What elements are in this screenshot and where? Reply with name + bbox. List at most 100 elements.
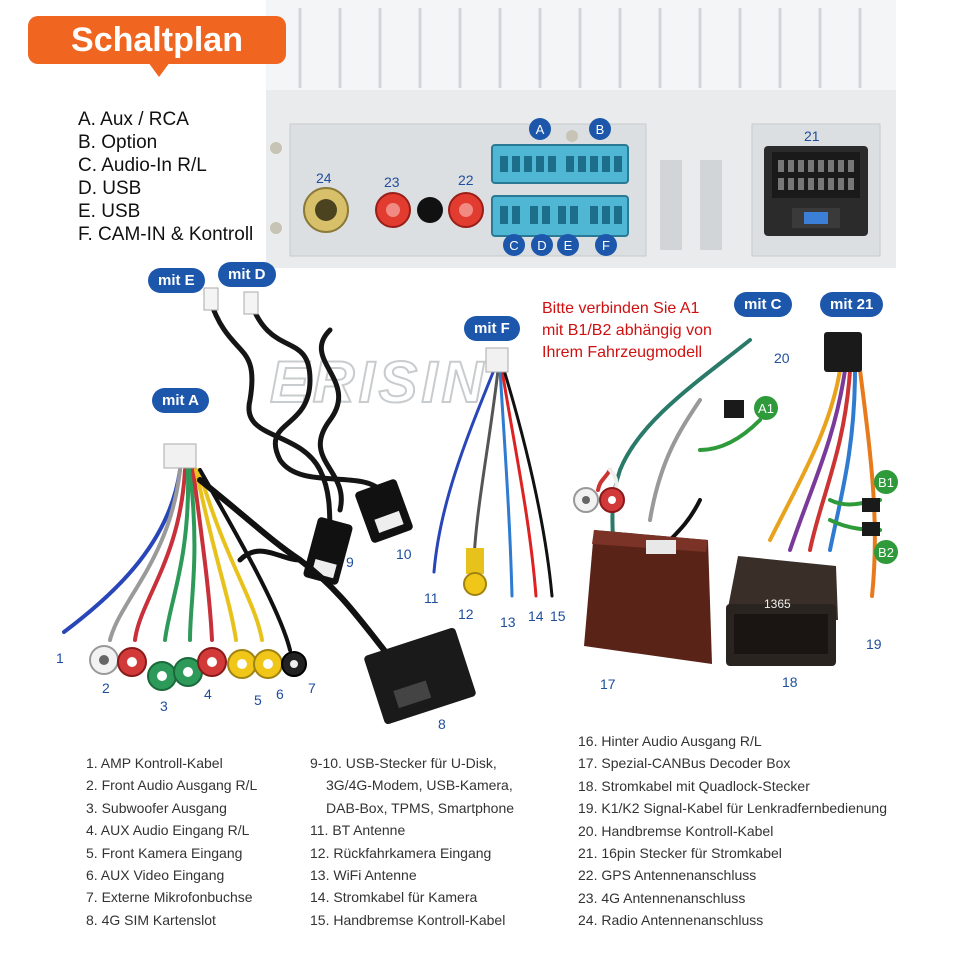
16pin-plug <box>824 332 862 372</box>
legend-item: 9-10. USB-Stecker für U-Disk, <box>310 755 497 771</box>
plug-label-a1: A1 <box>754 396 778 420</box>
port-legend-item: E. USB <box>78 201 141 222</box>
legend-item: 17. Spezial-CANBus Decoder Box <box>578 755 791 772</box>
cable-number-4: 4 <box>204 686 212 702</box>
port-legend: A. Aux / RCA B. Option C. Audio-In R/L D… <box>78 108 253 246</box>
legend-item: 24. Radio Antennenanschluss <box>578 912 764 929</box>
quadlock-box <box>726 556 838 666</box>
legend-list-left: 1. AMP Kontroll-Kabel 2. Front Audio Aus… <box>86 752 257 931</box>
white-connector-e-d <box>203 287 259 315</box>
cable-number-11: 11 <box>424 590 439 606</box>
cable-number-9: 9 <box>346 554 354 570</box>
callout-mit-f: mit F <box>464 316 520 341</box>
port-pin-c: C <box>503 234 525 256</box>
port-pin-a: A <box>529 118 551 140</box>
legend-item: 21. 16pin Stecker für Stromkabel <box>578 845 782 862</box>
legend-item: 7. Externe Mikrofonbuchse <box>86 889 253 906</box>
plug-label-b2: B2 <box>874 540 898 564</box>
legend-item: 12. Rückfahrkamera Eingang <box>310 844 492 861</box>
legend-item: 14. Stromkabel für Kamera <box>310 889 478 906</box>
head-unit-back-panel <box>266 0 896 268</box>
harness-a-connector <box>163 443 197 469</box>
cable-number-5: 5 <box>254 692 262 708</box>
usb-plug-9 <box>303 517 353 585</box>
cable-number-14: 14 <box>528 608 544 624</box>
legend-item: 16. Hinter Audio Ausgang R/L <box>578 733 762 749</box>
legend-list-right: 16. Hinter Audio Ausgang R/L 17. Spezial… <box>578 730 887 932</box>
legend-item: 6. AUX Video Eingang <box>86 867 225 884</box>
cable-number-13: 13 <box>500 614 516 630</box>
cable-number-12: 12 <box>458 606 474 622</box>
legend-item: 15. Handbremse Kontroll-Kabel <box>310 911 506 928</box>
title-badge: Schaltplan <box>28 16 286 64</box>
port-legend-item: D. USB <box>78 178 142 199</box>
cable-number-7: 7 <box>308 680 316 696</box>
cable-number-2: 2 <box>102 680 110 696</box>
panel-number-22: 22 <box>458 172 474 188</box>
title-badge-pointer <box>148 62 170 77</box>
legend-item: 19. K1/K2 Signal-Kabel für Lenkradfernbe… <box>578 800 887 817</box>
legend-item: DAB-Box, TPMS, Smartphone <box>326 799 515 816</box>
port-legend-item: C. Audio-In R/L <box>78 155 207 176</box>
cable-number-10: 10 <box>396 546 412 562</box>
legend-item: 3. Subwoofer Ausgang <box>86 799 227 816</box>
plug-label-b1: B1 <box>874 470 898 494</box>
legend-item: 11. BT Antenne <box>310 822 406 839</box>
legend-item: 18. Stromkabel mit Quadlock-Stecker <box>578 777 810 794</box>
legend-item: 2. Front Audio Ausgang R/L <box>86 777 258 794</box>
cable-number-19: 19 <box>866 636 882 652</box>
cable-number-17: 17 <box>600 676 616 692</box>
cable-number-18: 18 <box>782 674 798 690</box>
connection-note-line: mit B1/B2 abhängig von <box>542 322 712 339</box>
usb-cable-group <box>207 297 383 543</box>
connection-note: Bitte verbinden Sie A1 mit B1/B2 abhängi… <box>542 298 712 364</box>
panel-number-23: 23 <box>384 174 400 190</box>
legend-item: 13. WiFi Antenne <box>310 867 417 884</box>
callout-mit-e: mit E <box>148 268 205 293</box>
port-pin-f: F <box>595 234 617 256</box>
rear-audio-rca-plugs <box>573 487 625 513</box>
connection-note-line: Bitte verbinden Sie A1 <box>542 300 700 317</box>
quadlock-box-label: 1365 <box>764 597 791 611</box>
canbus-decoder-box <box>584 530 712 664</box>
harness-f-connector <box>485 347 509 373</box>
port-pin-d: D <box>531 234 553 256</box>
camera-rca-plug <box>463 548 487 596</box>
rca-harness <box>62 468 395 663</box>
usb-plug-10 <box>355 479 413 543</box>
callout-mit-c: mit C <box>734 292 792 317</box>
callout-mit-21: mit 21 <box>820 292 884 317</box>
legend-item: 5. Front Kamera Eingang <box>86 844 243 861</box>
panel-number-21: 21 <box>804 128 820 144</box>
legend-item: 23. 4G Antennenanschluss <box>578 889 746 906</box>
legend-list-middle: 9-10. USB-Stecker für U-Disk, 3G/4G-Mode… <box>310 752 514 931</box>
legend-item: 8. 4G SIM Kartenslot <box>86 911 216 928</box>
cable-number-3: 3 <box>160 698 168 714</box>
port-legend-item: B. Option <box>78 132 158 153</box>
legend-item: 4. AUX Audio Eingang R/L <box>86 822 250 839</box>
cable-number-15: 15 <box>550 608 566 624</box>
panel-number-24: 24 <box>316 170 332 186</box>
port-legend-item: F. CAM-IN & Kontroll <box>78 224 254 245</box>
cable-number-6: 6 <box>276 686 284 702</box>
port-pin-e: E <box>557 234 579 256</box>
cable-number-20: 20 <box>774 350 790 366</box>
legend-item: 3G/4G-Modem, USB-Kamera, <box>326 777 513 794</box>
legend-item: 22. GPS Antennenanschluss <box>578 867 757 884</box>
port-legend-item: A. Aux / RCA <box>78 109 189 130</box>
port-pin-b: B <box>589 118 611 140</box>
sim-card-slot-box <box>364 627 476 725</box>
harness-f-cables <box>432 368 554 598</box>
legend-item: 20. Handbremse Kontroll-Kabel <box>578 822 774 839</box>
b2-plug <box>862 522 880 536</box>
callout-mit-d: mit D <box>218 262 276 287</box>
rca-plugs <box>89 645 307 691</box>
cable-number-8: 8 <box>438 716 446 732</box>
callout-mit-a: mit A <box>152 388 209 413</box>
legend-item: 1. AMP Kontroll-Kabel <box>86 755 223 771</box>
cable-number-1: 1 <box>56 650 64 666</box>
page-title: Schaltplan <box>71 20 243 59</box>
b1-plug <box>862 498 880 512</box>
a1-plug <box>724 400 744 418</box>
